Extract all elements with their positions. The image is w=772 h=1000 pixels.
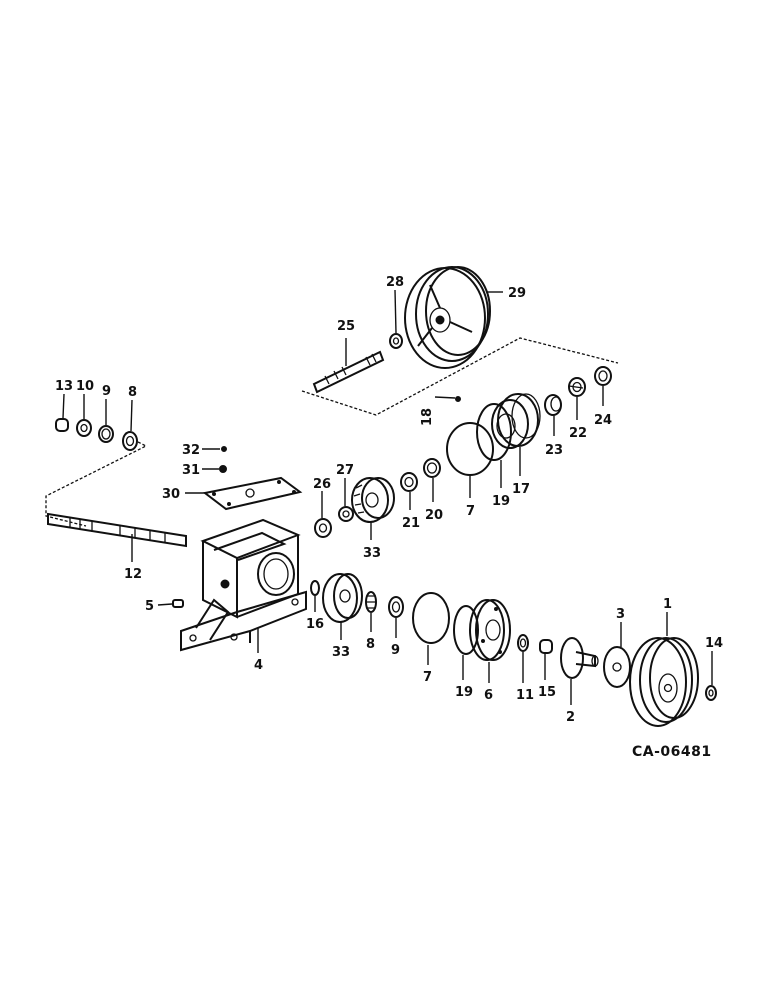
nut-26 — [314, 518, 332, 538]
callout-19-lower: 19 — [455, 685, 473, 700]
callout-13: 13 — [55, 379, 73, 394]
plug-31 — [219, 465, 227, 473]
callout-5: 5 — [145, 599, 154, 614]
gear-33-lower — [322, 573, 363, 623]
gasket-19-upper — [476, 403, 512, 461]
bearing-8-left — [122, 431, 138, 451]
callout-20: 20 — [425, 508, 443, 523]
callout-19-upper: 19 — [492, 494, 510, 509]
callout-labels: 29 28 25 24 22 23 17 19 7 18 20 21 33 27… — [55, 275, 723, 725]
shaft-12 — [47, 512, 187, 548]
race-9-left — [98, 425, 114, 443]
bearing-22 — [568, 377, 586, 397]
race-9-lower — [388, 596, 404, 618]
callout-29: 29 — [508, 286, 526, 301]
callout-28: 28 — [386, 275, 404, 290]
callout-12: 12 — [124, 567, 142, 582]
screw-32 — [221, 446, 227, 452]
oring-7-upper — [446, 422, 494, 476]
pulley-29 — [404, 266, 491, 369]
snapring-27 — [338, 506, 354, 522]
callout-31: 31 — [182, 463, 200, 478]
callout-8-lower: 8 — [366, 637, 375, 652]
callout-32: 32 — [182, 443, 200, 458]
flange-plate-3 — [603, 646, 631, 688]
callout-17: 17 — [512, 482, 530, 497]
spacer-23 — [544, 394, 562, 416]
bearing-21 — [400, 472, 418, 492]
assembly-path-left — [45, 441, 148, 527]
callout-26: 26 — [313, 477, 331, 492]
callout-7-upper: 7 — [466, 504, 475, 519]
callout-10: 10 — [76, 379, 94, 394]
hub-2 — [560, 637, 599, 679]
callout-30: 30 — [162, 487, 180, 502]
callout-6: 6 — [484, 688, 493, 703]
bushing-15 — [539, 639, 553, 654]
gearbox-housing-4 — [180, 518, 307, 652]
setscrew-18 — [455, 396, 461, 402]
snapring-16 — [310, 580, 320, 596]
assembly-path-upper — [301, 337, 619, 416]
housing-17 — [491, 393, 541, 449]
callout-24: 24 — [594, 413, 612, 428]
drawing-code: CA-06481 — [632, 744, 712, 760]
callout-2: 2 — [566, 710, 575, 725]
callout-23: 23 — [545, 443, 563, 458]
callout-33-lower: 33 — [332, 645, 350, 660]
callout-14: 14 — [705, 636, 723, 651]
callout-9-lower: 9 — [391, 643, 400, 658]
spacer-20 — [423, 458, 441, 478]
callout-7-lower: 7 — [423, 670, 432, 685]
callout-21: 21 — [402, 516, 420, 531]
callout-22: 22 — [569, 426, 587, 441]
gasket-19-lower — [453, 605, 479, 655]
callout-33-upper: 33 — [363, 546, 381, 561]
cap-13 — [55, 418, 69, 432]
callout-27: 27 — [336, 463, 354, 478]
pulley-1 — [629, 637, 699, 727]
shaft-25 — [312, 350, 385, 394]
washer-24 — [594, 366, 612, 386]
callout-15: 15 — [538, 685, 556, 700]
seal-11 — [517, 634, 529, 652]
leader-lines — [62, 289, 713, 705]
bolt-5 — [172, 599, 184, 608]
callout-1: 1 — [663, 597, 672, 612]
callout-16: 16 — [306, 617, 324, 632]
callout-11: 11 — [516, 688, 534, 703]
bearing-cap-6 — [469, 599, 511, 661]
callout-9-left: 9 — [102, 384, 111, 399]
callout-18: 18 — [420, 408, 435, 426]
callout-4: 4 — [254, 658, 263, 673]
gear-33-upper — [351, 477, 395, 523]
nut-14 — [705, 685, 717, 701]
callout-8-left: 8 — [128, 385, 137, 400]
bearing-8-lower — [365, 591, 377, 613]
callout-25: 25 — [337, 319, 355, 334]
oring-7-lower — [412, 592, 450, 644]
seal-10 — [76, 419, 92, 437]
nut-28 — [389, 333, 403, 349]
callout-3: 3 — [616, 607, 625, 622]
cover-plate-30 — [202, 476, 303, 511]
